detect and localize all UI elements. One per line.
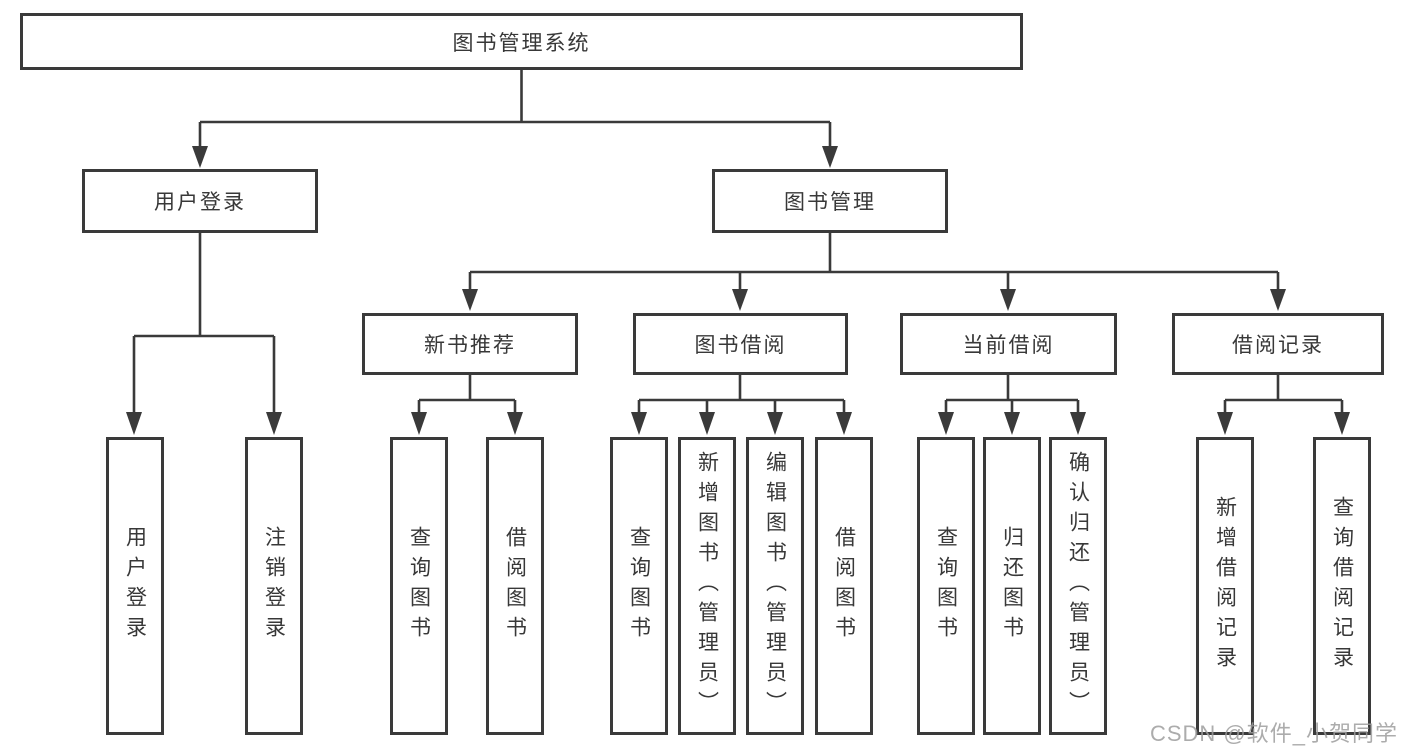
leaf-borrow-books: 借阅图书 [815, 437, 873, 735]
node-label: 图书借阅 [694, 334, 787, 357]
leaf-query-books: 查询图书 [917, 437, 975, 735]
node-label: 图书管理系统 [452, 31, 591, 55]
node-new-book-recommend: 新书推荐 [362, 313, 578, 375]
leaf-label: 编辑图书（管理员） [763, 451, 787, 721]
leaf-label: 查询图书 [934, 526, 958, 646]
leaf-logout: 注销登录 [245, 437, 303, 735]
leaf-label: 归还图书 [1000, 526, 1024, 646]
leaf-label: 查询图书 [627, 526, 651, 646]
leaf-label: 确认归还（管理员） [1066, 451, 1090, 721]
node-label: 用户登录 [154, 191, 246, 214]
leaf-label: 借阅图书 [503, 526, 527, 646]
leaf-edit-books-admin: 编辑图书（管理员） [746, 437, 804, 735]
node-book-management: 图书管理 [712, 169, 948, 233]
leaf-label: 新增借阅记录 [1213, 496, 1237, 676]
leaf-return-books: 归还图书 [983, 437, 1041, 735]
node-current-borrow: 当前借阅 [900, 313, 1117, 375]
leaf-confirm-return-admin: 确认归还（管理员） [1049, 437, 1107, 735]
leaf-query-borrow-record: 查询借阅记录 [1313, 437, 1371, 735]
leaf-query-books: 查询图书 [610, 437, 668, 735]
leaf-label: 新增图书（管理员） [695, 451, 719, 721]
node-label: 图书管理 [784, 191, 876, 214]
node-library-system: 图书管理系统 [20, 13, 1023, 70]
node-user-login: 用户登录 [82, 169, 318, 233]
node-label: 借阅记录 [1232, 334, 1324, 357]
leaf-label: 查询借阅记录 [1330, 496, 1354, 676]
node-label: 新书推荐 [424, 334, 516, 357]
node-label: 当前借阅 [962, 334, 1055, 357]
node-book-borrow: 图书借阅 [633, 313, 848, 375]
leaf-user-login: 用户登录 [106, 437, 164, 735]
leaf-add-borrow-record: 新增借阅记录 [1196, 437, 1254, 735]
leaf-query-books: 查询图书 [390, 437, 448, 735]
leaf-add-books-admin: 新增图书（管理员） [678, 437, 736, 735]
leaf-label: 查询图书 [407, 526, 431, 646]
csdn-watermark: CSDN @软件_小贺同学 [1149, 721, 1398, 746]
leaf-borrow-books: 借阅图书 [486, 437, 544, 735]
arrowhead-icons [126, 146, 1350, 435]
node-borrow-records: 借阅记录 [1172, 313, 1384, 375]
leaf-label: 注销登录 [262, 526, 286, 646]
leaf-label: 借阅图书 [832, 526, 856, 646]
leaf-label: 用户登录 [123, 526, 147, 646]
